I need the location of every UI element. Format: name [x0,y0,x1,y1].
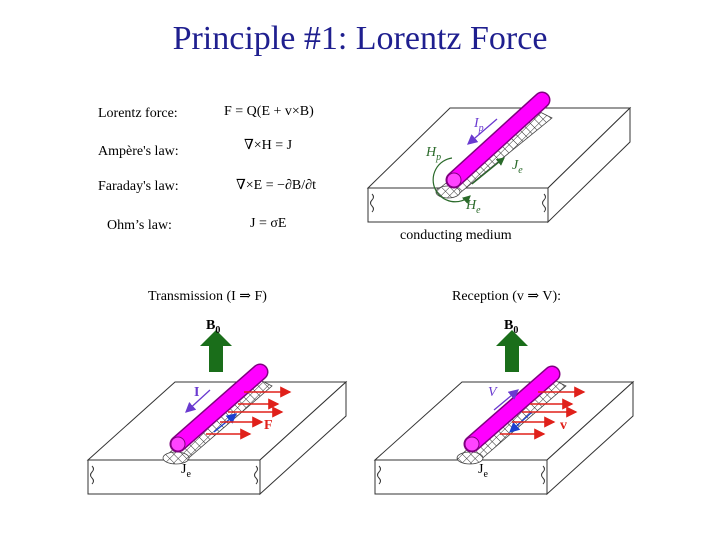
tx-induced-current-arrow [213,413,238,433]
tx-force-arrows [206,386,292,440]
ohm-law-equation: J = σE [250,216,287,231]
medium-label: conducting medium [400,228,512,243]
tx-field-arrow [200,330,232,372]
top-induced-current-arrow [471,157,505,185]
page-title: Principle #1: Lorentz Force [172,20,548,57]
rx-velocity-arrows [500,386,586,440]
faraday-law-label: Faraday's law: [98,179,179,194]
tx-wire [169,363,269,453]
lorentz-force-equation: F = Q(E + v×B) [224,104,314,119]
rx-field-label: B0 [504,318,519,336]
rx-velocity-label: v [560,418,567,433]
top-wire [445,91,551,189]
tx-force-label: F [264,418,273,433]
tx-current-arrow [185,389,211,413]
tx-induced-label: Je [181,462,191,480]
tx-field-label: B0 [206,318,221,336]
tx-current-label: I [194,385,200,400]
top-induced-current-label: Je [512,158,523,176]
ampere-law-label: Ampère's law: [98,144,179,159]
transmission-heading: Transmission (I ⇒ F) [148,289,267,304]
top-medium-block [366,106,632,224]
ohm-law-label: Ohm’s law: [107,218,172,233]
top-field-label: Hp [426,145,442,163]
top-induced-field-label: He [466,198,481,216]
rx-voltage-label: V [488,385,497,400]
rx-voltage-arrow [493,389,519,411]
reception-heading: Reception (v ⇒ V): [452,289,562,304]
top-current-label: Ip [474,116,484,134]
top-current-arrow [467,118,498,145]
lorentz-force-label: Lorentz force: [98,106,178,121]
rx-wire [463,365,561,453]
rx-field-arrow [496,330,528,372]
ampere-law-equation: ∇×H = J [244,138,293,153]
faraday-law-equation: ∇×E = −∂B/∂t [236,178,316,193]
top-field-loop [432,157,471,204]
rx-induced-label: Je [478,462,488,480]
